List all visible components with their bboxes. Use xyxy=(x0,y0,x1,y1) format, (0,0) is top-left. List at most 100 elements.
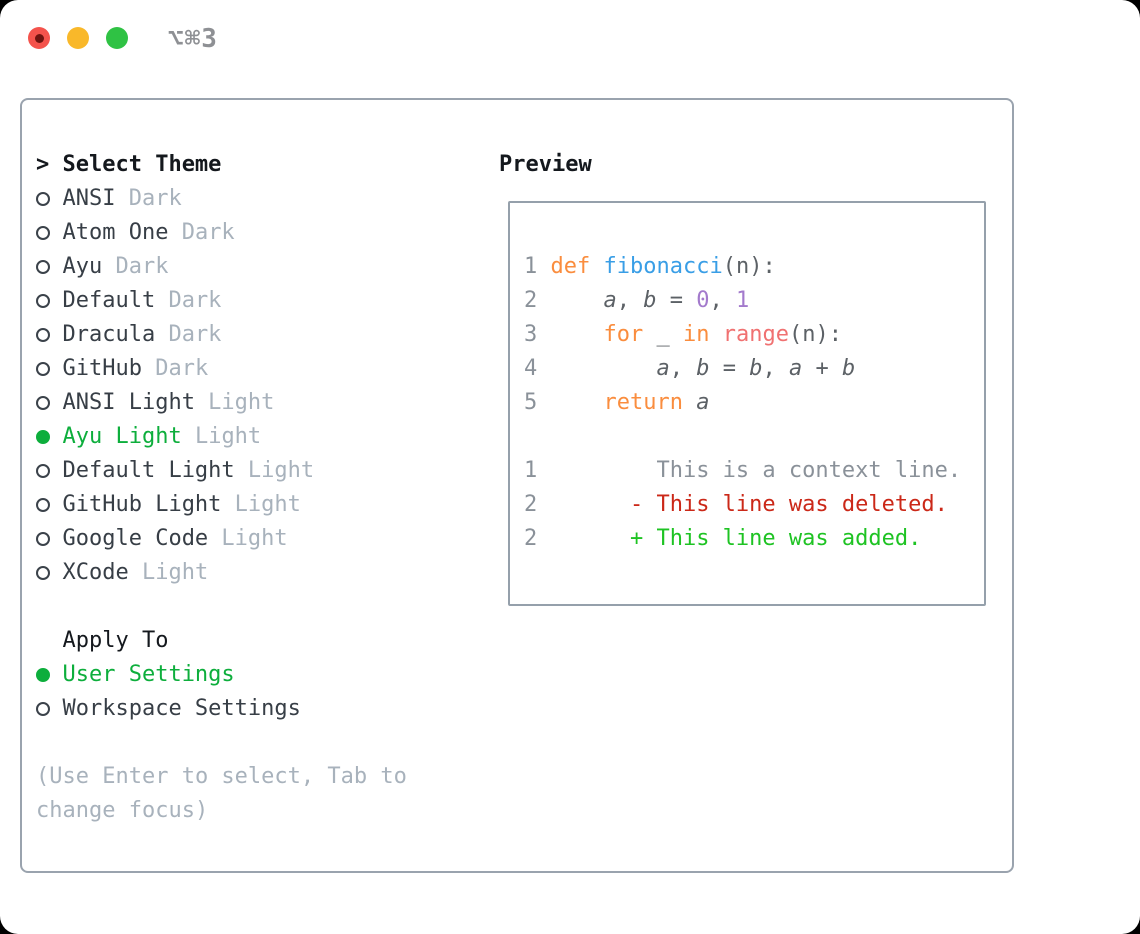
code-token xyxy=(551,390,604,415)
theme-name: Google Code xyxy=(62,526,209,551)
hint-text: (Use Enter to select, Tab to change focu… xyxy=(36,760,407,828)
zoom-button[interactable] xyxy=(106,27,128,49)
code-token xyxy=(537,492,630,517)
theme-name: ANSI xyxy=(62,186,116,211)
radio-icon xyxy=(36,532,62,546)
theme-variant-label: Dark xyxy=(168,220,235,245)
radio-icon xyxy=(36,702,62,716)
theme-item-github-light-light[interactable]: GitHub Light Light xyxy=(36,488,407,522)
radio-icon xyxy=(36,396,62,410)
apply-option-label: User Settings xyxy=(62,662,235,687)
theme-name: Ayu Light xyxy=(62,424,182,449)
theme-variant-label: Dark xyxy=(102,254,169,279)
preview-title: Preview xyxy=(499,152,592,177)
code-token: 2 xyxy=(524,526,538,551)
code-token: range xyxy=(722,322,789,347)
theme-variant-label: Light xyxy=(234,458,315,483)
theme-item-dracula-dark[interactable]: Dracula Dark xyxy=(36,318,407,352)
theme-item-atom-one-dark[interactable]: Atom One Dark xyxy=(36,216,407,250)
code-token: b xyxy=(841,356,856,381)
code-token: def xyxy=(550,254,591,279)
code-token: This is a context line. xyxy=(537,458,962,483)
theme-item-github-dark[interactable]: GitHub Dark xyxy=(36,352,407,386)
theme-item-google-code-light[interactable]: Google Code Light xyxy=(36,522,407,556)
code-token xyxy=(551,288,604,313)
code-token xyxy=(590,254,603,279)
radio-icon xyxy=(36,328,62,342)
radio-selected-icon xyxy=(36,430,62,444)
code-token: 1 xyxy=(524,458,538,483)
apply-to-header: Apply To xyxy=(62,628,169,653)
theme-name: XCode xyxy=(62,560,129,585)
apply-option-workspace-settings[interactable]: Workspace Settings xyxy=(36,692,407,726)
preview-line: 3 for _ in range(n): xyxy=(524,318,984,352)
code-token: + This line was added. xyxy=(629,526,922,551)
preview-line: 4 a, b = b, a + b xyxy=(524,352,984,386)
theme-item-ansi-light-light[interactable]: ANSI Light Light xyxy=(36,386,407,420)
radio-icon xyxy=(36,226,62,240)
hint-line-1: (Use Enter to select, Tab to xyxy=(36,764,407,789)
hint-line-2: change focus) xyxy=(36,798,209,823)
code-token: a xyxy=(696,390,710,415)
preview-line: 1 This is a context line. xyxy=(524,454,984,488)
unsaved-indicator-dot xyxy=(34,33,44,43)
theme-name: Default Light xyxy=(62,458,235,483)
theme-name: Dracula xyxy=(62,322,156,347)
code-token: , xyxy=(762,356,789,381)
spacer xyxy=(36,590,407,624)
code-token: return xyxy=(603,390,683,415)
radio-icon xyxy=(36,294,62,308)
theme-variant-label: Dark xyxy=(155,288,222,313)
select-theme-title: Select Theme xyxy=(62,152,222,177)
code-token: 5 xyxy=(524,390,551,415)
radio-icon xyxy=(36,192,62,206)
code-token xyxy=(551,356,657,381)
code-token: _ xyxy=(643,322,683,347)
code-token: 4 xyxy=(524,356,551,381)
code-token: , xyxy=(669,356,697,381)
radio-icon xyxy=(36,464,62,478)
theme-variant-label: Light xyxy=(208,526,288,551)
theme-variant-label: Dark xyxy=(155,322,222,347)
code-token: 2 xyxy=(524,288,551,313)
code-token: (n): xyxy=(722,254,776,279)
theme-item-xcode-light[interactable]: XCode Light xyxy=(36,556,407,590)
preview-line: 2 - This line was deleted. xyxy=(524,488,984,522)
theme-variant-label: Dark xyxy=(115,186,182,211)
theme-item-default-dark[interactable]: Default Dark xyxy=(36,284,407,318)
code-token: a xyxy=(656,356,670,381)
radio-icon xyxy=(36,498,62,512)
code-token: 2 xyxy=(524,492,538,517)
code-token: b xyxy=(749,356,763,381)
code-token: fibonacci xyxy=(603,254,723,279)
code-token: = xyxy=(656,288,697,313)
code-token: , xyxy=(616,288,644,313)
theme-item-ansi-dark[interactable]: ANSI Dark xyxy=(36,182,407,216)
code-token: (n): xyxy=(788,322,842,347)
code-token: b xyxy=(696,356,710,381)
theme-name: Default xyxy=(62,288,156,313)
preview-line: 2 a, b = 0, 1 xyxy=(524,284,984,318)
theme-name: Atom One xyxy=(62,220,169,245)
preview-line: 1 def fibonacci(n): xyxy=(524,250,984,284)
code-token: , xyxy=(709,288,736,313)
preview-blank-line xyxy=(524,420,984,454)
theme-item-default-light-light[interactable]: Default Light Light xyxy=(36,454,407,488)
window-title: ⌥⌘3 xyxy=(168,24,218,54)
apply-option-user-settings[interactable]: User Settings xyxy=(36,658,407,692)
code-token: a xyxy=(603,288,617,313)
code-token: for xyxy=(603,322,644,347)
radio-selected-icon xyxy=(36,668,62,682)
close-button[interactable] xyxy=(28,27,50,49)
minimize-button[interactable] xyxy=(67,27,89,49)
code-token: 1 xyxy=(524,254,551,279)
theme-item-ayu-light-light[interactable]: Ayu Light Light xyxy=(36,420,407,454)
theme-item-ayu-dark[interactable]: Ayu Dark xyxy=(36,250,407,284)
code-token: 3 xyxy=(524,322,551,347)
code-token: 1 xyxy=(735,288,750,313)
